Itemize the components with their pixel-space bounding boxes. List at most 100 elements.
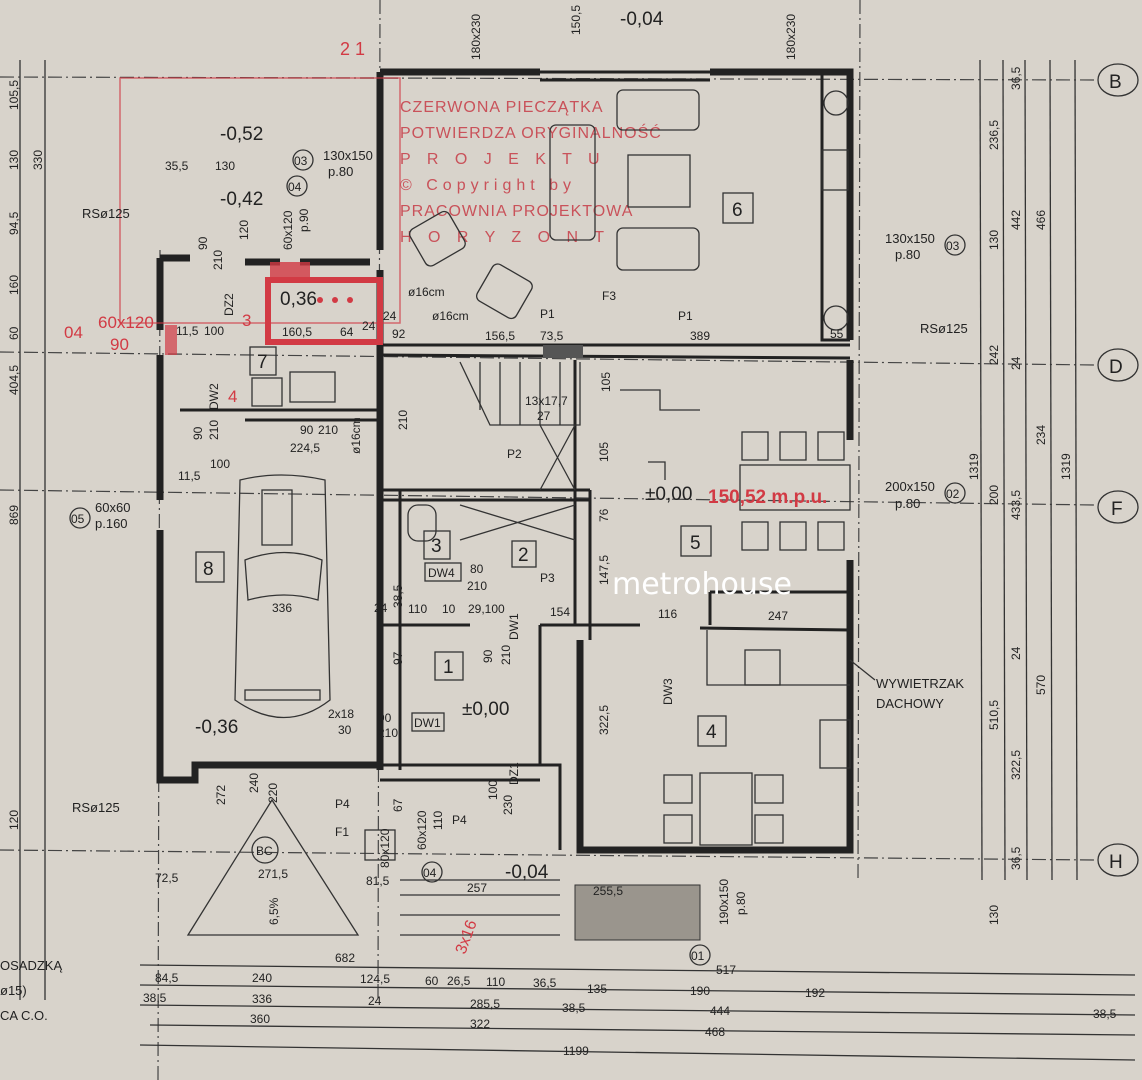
plan-label: 200	[987, 485, 1001, 505]
plan-label: 04	[288, 180, 302, 194]
plan-label: p.80	[734, 891, 748, 915]
stamp-line: © Copyright by	[400, 177, 576, 194]
plan-label: 01	[691, 949, 705, 963]
dimension-label: 24	[383, 309, 397, 323]
plan-label: 130	[987, 905, 1001, 925]
dimension-label: 210	[378, 726, 398, 740]
plan-label: 234	[1034, 425, 1048, 445]
level-mark: ±0,00	[645, 484, 692, 505]
dimension-label: 35,5	[165, 159, 189, 173]
plan-label: 6,5%	[267, 897, 281, 925]
dimension-label: 271,5	[258, 867, 288, 881]
dimension-label: 90	[300, 423, 314, 437]
furniture	[251, 89, 851, 846]
plan-label: DW1	[414, 716, 441, 730]
dimension-label: 100	[486, 780, 500, 800]
plan-label: 200x150	[885, 479, 935, 494]
dimension-label: 100	[204, 324, 224, 338]
dimension-label: 97	[391, 651, 405, 665]
dimension-label: 224,5	[290, 441, 320, 455]
dimension-label: 105	[597, 442, 611, 462]
dimension-label: 130	[215, 159, 235, 173]
dimension-label: 110	[408, 602, 427, 616]
plan-label: P1	[540, 307, 555, 321]
plan-label: 04	[64, 323, 83, 342]
plan-label: DW1	[507, 613, 521, 640]
plan-label: 135	[587, 982, 607, 996]
plan-label: 242	[987, 345, 1001, 365]
plan-label: ø16cm	[408, 285, 445, 299]
plan-label: 90	[110, 335, 129, 354]
plan-label: F3	[602, 289, 616, 303]
plan-label: WYWIETRZAK	[876, 676, 964, 691]
plan-label: RSø125	[72, 800, 120, 815]
dimension-label: 24	[374, 601, 388, 615]
plan-label: 27	[537, 409, 551, 423]
level-mark: -0,04	[505, 862, 549, 883]
dimension-label: 230	[501, 795, 515, 815]
plan-label: 60x60	[95, 500, 130, 515]
plan-label: 4	[228, 387, 237, 406]
dimension-lines	[19, 59, 1136, 1061]
plan-label: ø16cm	[432, 309, 469, 323]
plan-label: ø16cm	[349, 417, 363, 454]
plan-label: 38,5	[143, 991, 167, 1005]
plan-label: 04	[423, 866, 437, 880]
plan-label: P4	[335, 797, 350, 811]
level-mark: -0,36	[195, 717, 238, 738]
plan-label: 517	[716, 963, 736, 977]
plan-label: 330	[31, 150, 45, 170]
plan-label: 3	[242, 311, 251, 330]
dimension-label: 2x18	[328, 707, 354, 721]
plan-label: 94,5	[7, 211, 21, 235]
plan-label: p.80	[328, 164, 353, 179]
dimension-label: 10	[442, 602, 456, 616]
plan-label: 570	[1034, 675, 1048, 695]
dimension-label: 389	[690, 329, 710, 343]
axis-label-d: D	[1109, 357, 1123, 378]
dimension-label: 55	[830, 327, 844, 341]
room-3: 3	[431, 536, 442, 557]
plan-label: 192	[805, 986, 825, 1000]
room-1: 1	[443, 657, 454, 678]
dimension-label: 38,5	[391, 584, 405, 608]
plan-label: OSADZKĄ	[0, 958, 62, 973]
plan-label: 84,5	[155, 971, 179, 985]
plan-label: 60	[7, 326, 21, 340]
plan-label: 36,5	[1009, 846, 1023, 870]
dimension-texts-right: 1319 236,5 130 242 200 510,5 130 36,5 44…	[967, 66, 1073, 925]
plan-label: F1	[335, 825, 349, 839]
annotations: RSø125 RSø125 RSø125 WYWIETRZAK DACHOWY …	[64, 206, 968, 956]
dimension-label: 90	[378, 711, 392, 725]
plan-label: 36,5	[1009, 66, 1023, 90]
dimension-label: 24	[362, 319, 376, 333]
plan-label: 24	[368, 994, 382, 1008]
plan-label: DW3	[661, 678, 675, 705]
dimension-label: 67	[391, 798, 405, 812]
plan-label: 02	[946, 487, 960, 501]
dimension-label: 105	[599, 372, 613, 392]
watermark: metrohouse	[612, 567, 792, 602]
dimension-label: 80	[470, 562, 484, 576]
dimension-label: 210	[467, 579, 487, 593]
plan-label: 03	[294, 154, 308, 168]
dimension-label: 90	[196, 236, 210, 250]
dimension-label: 156,5	[485, 329, 515, 343]
dimension-label: 154	[550, 605, 570, 619]
plan-label: 150,5	[569, 5, 583, 35]
plan-label: 336	[252, 992, 272, 1006]
plan-label: 180x230	[469, 14, 483, 60]
dimension-label: 30	[338, 723, 352, 737]
plan-label: DW4	[428, 566, 455, 580]
dimension-label: 247	[768, 609, 788, 623]
plan-label: DW2	[207, 383, 221, 410]
axis-label-b: B	[1109, 72, 1122, 93]
plan-label: 360	[250, 1012, 270, 1026]
plan-label: DZ1	[507, 762, 521, 785]
dimension-label: 29,100	[468, 602, 505, 616]
plan-label: 130x150	[323, 148, 373, 163]
door-labels: DZ2 DW2 DW4 DW1 DW1 DZ1 DW3	[207, 293, 675, 785]
